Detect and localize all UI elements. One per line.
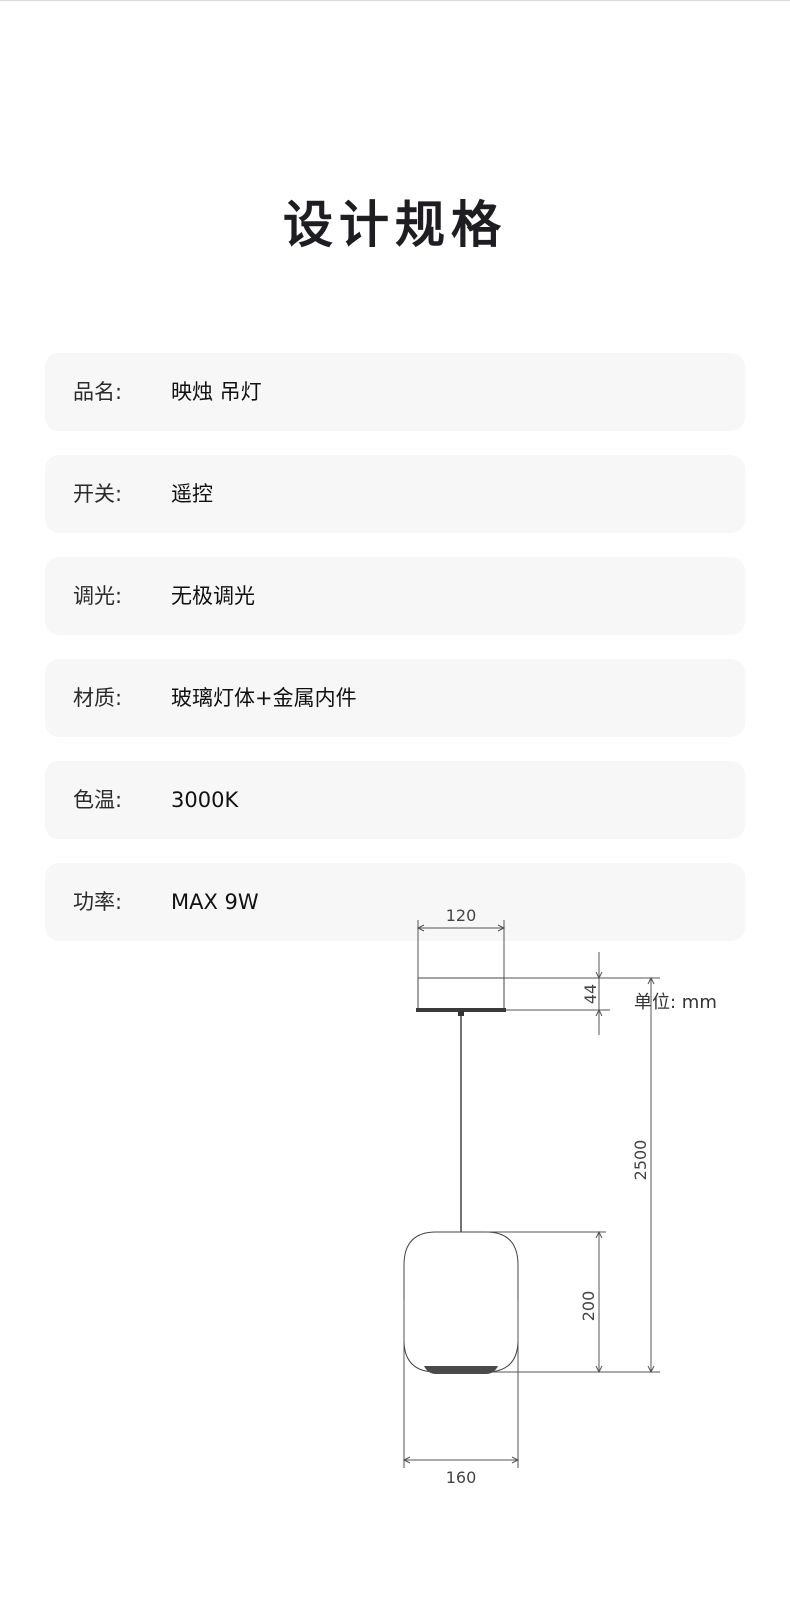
- spec-label: 品名:: [73, 380, 123, 404]
- canopy-base-plate: [416, 1008, 506, 1012]
- spec-value: 无极调光: [171, 584, 255, 608]
- arrow-icon: [511, 1456, 520, 1464]
- dim-label-canopy-width: 120: [446, 906, 477, 925]
- spec-list: 品名: 映烛 吊灯 开关: 遥控 调光: 无极调光 材质: 玻璃灯体+金属内件 …: [45, 353, 745, 965]
- arrow-icon: [595, 1365, 603, 1374]
- spec-label: 材质:: [73, 686, 123, 710]
- arrow-icon: [416, 924, 425, 932]
- spec-row-color-temp: 色温: 3000K: [45, 761, 745, 839]
- spec-label: 色温:: [73, 788, 123, 812]
- spec-value: 玻璃灯体+金属内件: [171, 686, 357, 710]
- spec-label: 功率:: [73, 890, 123, 914]
- arrow-icon: [647, 976, 655, 985]
- shade-bottom-ring: [424, 1366, 498, 1374]
- dim-label-total-drop: 2500: [631, 1140, 650, 1181]
- arrow-icon: [402, 1456, 411, 1464]
- arrow-icon: [595, 1230, 603, 1239]
- top-divider: [0, 0, 790, 1]
- arrow-icon: [595, 1008, 603, 1017]
- cord-cap: [458, 1011, 464, 1016]
- spec-row-name: 品名: 映烛 吊灯: [45, 353, 745, 431]
- spec-value: MAX 9W: [171, 890, 259, 914]
- arrow-icon: [595, 971, 603, 980]
- spec-value: 映烛 吊灯: [171, 380, 262, 404]
- dim-label-shade-width: 160: [446, 1468, 477, 1487]
- canopy: [417, 977, 505, 1011]
- spec-row-switch: 开关: 遥控: [45, 455, 745, 533]
- spec-row-dimming: 调光: 无极调光: [45, 557, 745, 635]
- spec-label: 调光:: [73, 584, 123, 608]
- spec-value: 3000K: [171, 788, 239, 812]
- arrow-icon: [497, 924, 506, 932]
- glass-shade: [403, 1231, 519, 1373]
- spec-row-power: 功率: MAX 9W: [45, 863, 745, 941]
- dim-label-shade-height: 200: [579, 1291, 598, 1322]
- page-title: 设计规格: [283, 196, 507, 254]
- spec-label: 开关:: [73, 482, 123, 506]
- unit-label: 单位: mm: [634, 992, 717, 1013]
- dim-label-canopy-height: 44: [581, 984, 600, 1004]
- spec-row-material: 材质: 玻璃灯体+金属内件: [45, 659, 745, 737]
- spec-value: 遥控: [171, 482, 213, 506]
